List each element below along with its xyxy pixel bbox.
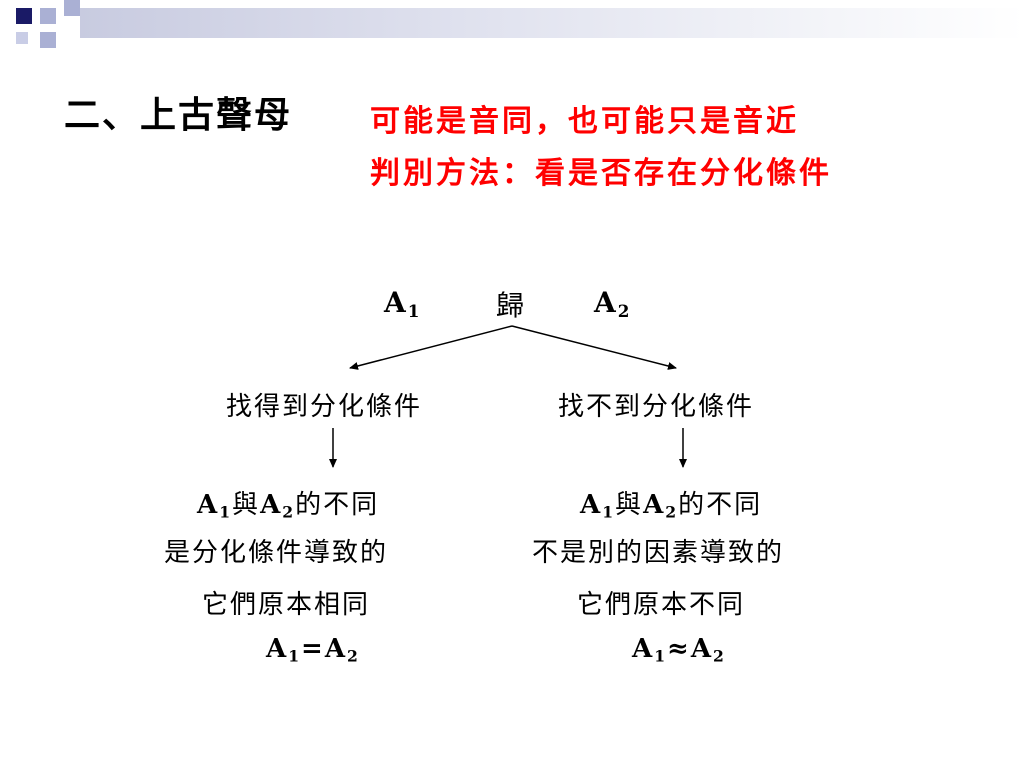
right-line-3: 它們原本不同 (577, 590, 746, 620)
right-line-2: 不是別的因素導致的 (532, 538, 785, 568)
top-gui: 歸 (496, 289, 527, 322)
left-line-2: 是分化條件導致的 (164, 538, 389, 568)
left-branch-label: 找得到分化條件 (226, 392, 423, 422)
left-equation: A1=A2 (266, 634, 360, 666)
slide-title: 二、上古聲母 (64, 94, 293, 136)
right-branch-label: 找不到分化條件 (558, 392, 755, 422)
left-line-1: A1與A2的不同 (197, 490, 380, 522)
left-line-3: 它們原本相同 (202, 590, 371, 620)
top-a1: A1 (384, 286, 422, 322)
top-a2: A2 (594, 286, 632, 322)
note-line-1: 可能是音同，也可能只是音近 (370, 104, 799, 139)
header-gradient-bar (80, 8, 1024, 38)
note-line-2: 判別方法：看是否存在分化條件 (370, 156, 832, 191)
arrow-left-branch (349, 325, 513, 370)
right-line-1: A1與A2的不同 (580, 490, 763, 522)
right-equation: A1≈A2 (632, 634, 726, 666)
arrow-right-branch (511, 325, 677, 370)
